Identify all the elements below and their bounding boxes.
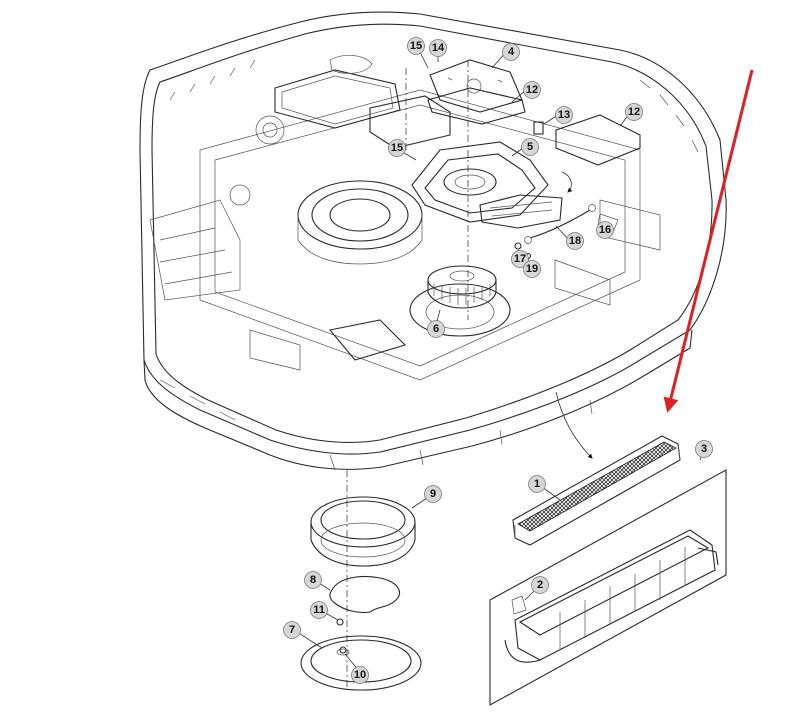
svg-text:7: 7 — [289, 624, 295, 636]
svg-text:10: 10 — [354, 669, 366, 681]
highlight-arrow — [663, 69, 754, 413]
svg-text:5: 5 — [527, 141, 533, 153]
callout-c12a: 12 — [523, 81, 541, 99]
callout-c18: 18 — [566, 232, 584, 250]
svg-text:14: 14 — [432, 42, 445, 54]
screw-part-17 — [514, 242, 522, 250]
cover-plate-part-4 — [429, 59, 523, 113]
connector-part-16 — [597, 213, 619, 231]
callout-c5: 5 — [521, 138, 539, 156]
callout-c15a: 15 — [407, 37, 425, 55]
screw-part-11 — [336, 618, 344, 626]
svg-text:19: 19 — [526, 263, 538, 275]
svg-text:4: 4 — [508, 46, 515, 58]
svg-text:17: 17 — [514, 253, 526, 265]
svg-text:3: 3 — [701, 443, 707, 455]
callout-c1: 1 — [528, 475, 546, 493]
blower-housing-part-5 — [411, 141, 563, 229]
callout-c10: 10 — [351, 666, 369, 684]
svg-text:9: 9 — [430, 488, 436, 500]
svg-text:2: 2 — [537, 579, 543, 591]
callout-c6: 6 — [427, 320, 445, 338]
gasket-part-12b — [555, 114, 641, 166]
callout-c19: 19 — [523, 260, 541, 278]
filter-detail-box — [489, 469, 727, 706]
callout-c12b: 12 — [625, 103, 643, 121]
base-plate-part-7 — [300, 635, 422, 691]
fan-wheel-part-6 — [427, 265, 497, 309]
callout-c14: 14 — [429, 39, 447, 57]
filter-element-part-1 — [512, 435, 681, 546]
callout-c17: 17 — [511, 250, 529, 268]
svg-text:15: 15 — [410, 40, 422, 52]
svg-text:15: 15 — [391, 142, 403, 154]
callout-c16: 16 — [596, 221, 614, 239]
seal-plate-part-8 — [329, 575, 400, 614]
callout-c7: 7 — [283, 621, 301, 639]
filter-housing-part-2 — [504, 529, 719, 663]
svg-text:16: 16 — [599, 224, 611, 236]
filter-ring-part-9 — [310, 496, 416, 567]
callout-c15b: 15 — [388, 139, 406, 157]
callout-c4: 4 — [502, 43, 520, 61]
clip-part-13 — [533, 121, 544, 135]
callout-c11: 11 — [310, 601, 328, 619]
svg-text:11: 11 — [313, 604, 325, 616]
callout-c3: 3 — [695, 440, 713, 458]
gasket-part-12a — [427, 87, 526, 125]
svg-text:8: 8 — [310, 574, 316, 586]
svg-text:1: 1 — [534, 478, 540, 490]
svg-text:12: 12 — [526, 84, 538, 96]
svg-text:13: 13 — [558, 109, 570, 121]
svg-text:18: 18 — [569, 235, 581, 247]
wire-harness-part-18 — [529, 209, 591, 239]
svg-text:12: 12 — [628, 106, 640, 118]
callout-c13: 13 — [555, 106, 573, 124]
svg-text:6: 6 — [433, 323, 439, 335]
callout-c2: 2 — [531, 576, 549, 594]
callout-c9: 9 — [424, 485, 442, 503]
screw-part-10 — [339, 646, 347, 654]
roof-housing — [139, 11, 727, 471]
callout-c8: 8 — [304, 571, 322, 589]
